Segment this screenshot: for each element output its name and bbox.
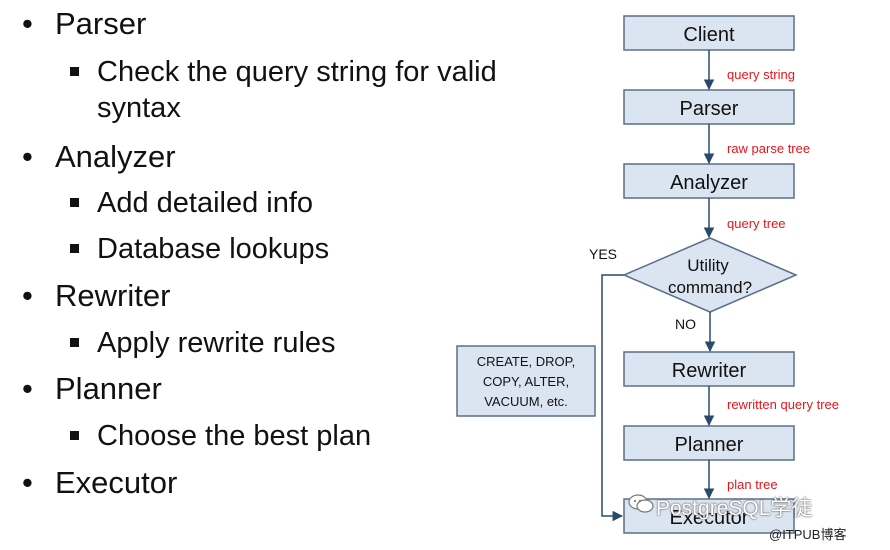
bullet-dot: • — [22, 465, 33, 500]
bullet-label: Analyzer — [55, 139, 176, 174]
analyzer-label: Analyzer — [670, 172, 748, 194]
bullet-label: Planner — [55, 371, 162, 406]
bullet-dot: • — [22, 278, 33, 313]
edge-label-plan-tree: plan tree — [727, 477, 778, 492]
square-bullet-icon — [70, 431, 79, 440]
square-bullet-icon — [70, 244, 79, 253]
planner-box: Planner — [623, 425, 795, 461]
square-bullet-icon — [70, 67, 79, 76]
edge-label-query-string: query string — [727, 67, 795, 82]
executor-label: Executor — [670, 507, 749, 529]
client-label: Client — [683, 24, 735, 46]
parser-box: Parser — [623, 89, 795, 125]
wechat-icon — [628, 494, 654, 513]
square-bullet-icon — [70, 338, 79, 347]
utility-commands-line1: CREATE, DROP, — [477, 354, 575, 369]
sub-bullet-text: Database lookups — [97, 233, 330, 265]
watermark-text: PostgreSQL学徒 — [656, 497, 813, 520]
site-credit: @ITPUB博客 — [769, 527, 847, 542]
bullet-label: Executor — [55, 465, 178, 500]
sub-bullet-text: Check the query string for valid syntax — [97, 56, 497, 124]
bullet-label: Rewriter — [55, 278, 171, 313]
client-box: Client — [623, 15, 795, 51]
utility-commands-line2: COPY, ALTER, — [483, 374, 569, 389]
utility-commands-line3: VACUUM, etc. — [484, 394, 568, 409]
bullet-dot: • — [22, 371, 33, 406]
rewriter-label: Rewriter — [672, 360, 747, 382]
decision-line2: command? — [668, 278, 752, 297]
analyzer-box: Analyzer — [623, 163, 795, 199]
arrow-yes-executor — [601, 274, 624, 522]
sub-bullet-text: Add detailed info — [97, 187, 314, 219]
utility-commands-box: CREATE, DROP, COPY, ALTER, VACUUM, etc. — [456, 345, 596, 417]
edge-label-raw-parse-tree: raw parse tree — [727, 141, 810, 156]
square-bullet-icon — [70, 198, 79, 207]
parser-label: Parser — [680, 98, 739, 120]
utility-command-decision: Utility command? — [622, 237, 798, 313]
bullet-dot: • — [22, 139, 33, 174]
decision-line1: Utility — [687, 256, 729, 275]
bullet-dot: • — [22, 6, 33, 41]
no-label: NO — [675, 316, 696, 332]
sub-bullet-text: Choose the best plan — [97, 420, 372, 452]
edge-label-query-tree: query tree — [727, 216, 786, 231]
bullet-label: Parser — [55, 6, 147, 41]
edge-label-rewritten-query-tree: rewritten query tree — [727, 397, 839, 412]
yes-label: YES — [589, 246, 617, 262]
sub-bullet-text: Apply rewrite rules — [97, 327, 336, 359]
rewriter-box: Rewriter — [623, 351, 795, 387]
planner-label: Planner — [675, 434, 744, 456]
